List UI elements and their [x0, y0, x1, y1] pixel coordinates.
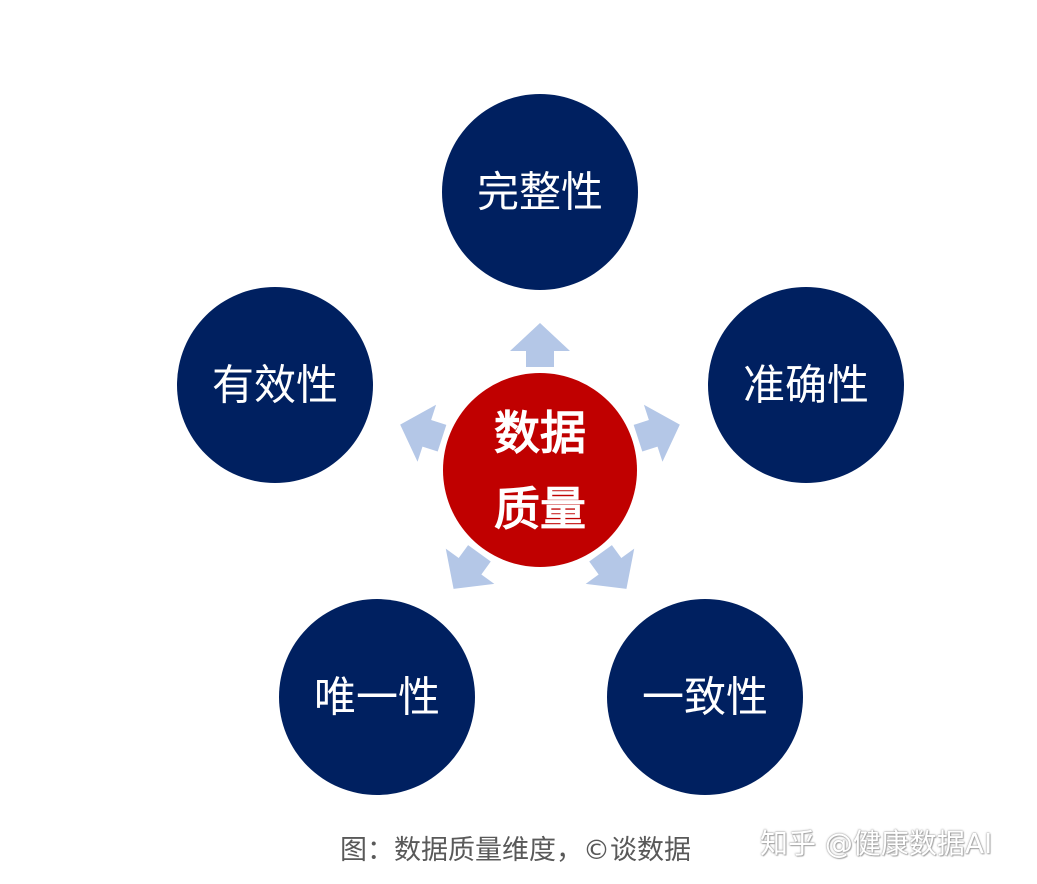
- arrow-to-validity: [400, 404, 447, 462]
- node-circle-uniqueness: [279, 599, 475, 795]
- node-label-uniqueness: 唯一性: [314, 673, 440, 722]
- node-label-consistency: 一致性: [642, 673, 768, 722]
- watermark: 知乎 @健康数据AI: [760, 827, 993, 860]
- center-circle: [443, 373, 637, 567]
- node-validity: 有效性: [177, 287, 373, 483]
- node-circle-validity: [177, 287, 373, 483]
- arrow-group: [400, 323, 680, 589]
- arrow-to-completeness: [510, 323, 570, 367]
- node-circle-consistency: [607, 599, 803, 795]
- node-consistency: 一致性: [607, 599, 803, 795]
- node-label-validity: 有效性: [212, 361, 338, 410]
- node-completeness: 完整性: [442, 94, 638, 290]
- arrow-to-consistency: [585, 545, 635, 589]
- node-accuracy: 准确性: [708, 287, 904, 483]
- arrow-to-accuracy: [633, 404, 680, 462]
- node-circle-accuracy: [708, 287, 904, 483]
- node-label-accuracy: 准确性: [743, 361, 869, 410]
- center-label-line1: 数据: [494, 406, 586, 460]
- node-uniqueness: 唯一性: [279, 599, 475, 795]
- center-node: 数据 质量: [443, 373, 637, 567]
- center-label-line2: 质量: [494, 482, 586, 536]
- figure-caption: 图：数据质量维度，©谈数据: [340, 835, 691, 866]
- node-label-completeness: 完整性: [477, 168, 603, 217]
- node-circle-completeness: [442, 94, 638, 290]
- arrow-to-uniqueness: [445, 545, 495, 589]
